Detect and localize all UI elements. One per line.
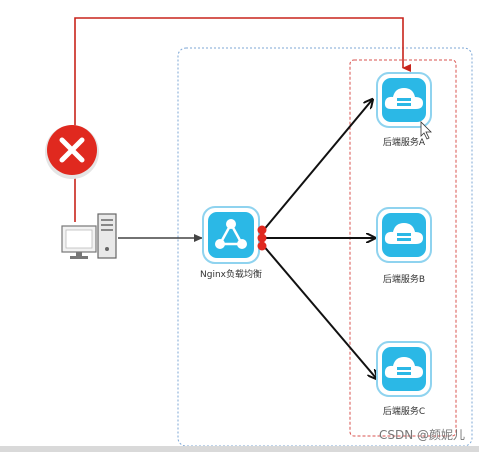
nginx-to-service-c-arrow (261, 243, 376, 378)
nginx-label: Nginx负载均衡 (200, 270, 262, 280)
load-balancer-icon (202, 206, 260, 264)
mouse-cursor-icon (420, 121, 432, 140)
service-b-label: 后端服务B (382, 275, 426, 285)
service-c-label: 后端服务C (382, 407, 426, 417)
desktop-computer-icon (61, 213, 117, 259)
cloud-server-icon (376, 207, 432, 263)
bottom-scroll-strip (0, 446, 479, 452)
backend-services-group (349, 59, 457, 437)
service-a-label: 后端服务A (382, 138, 426, 148)
cloud-server-icon (376, 72, 432, 128)
connection-points (257, 225, 267, 251)
load-balancer-container (177, 47, 473, 447)
cloud-server-icon (376, 341, 432, 397)
watermark: CSDN @颜妮儿 (378, 428, 465, 442)
error-x-icon (45, 125, 99, 179)
nginx-to-service-a-arrow (261, 100, 372, 233)
direct-access-connector (74, 17, 411, 222)
